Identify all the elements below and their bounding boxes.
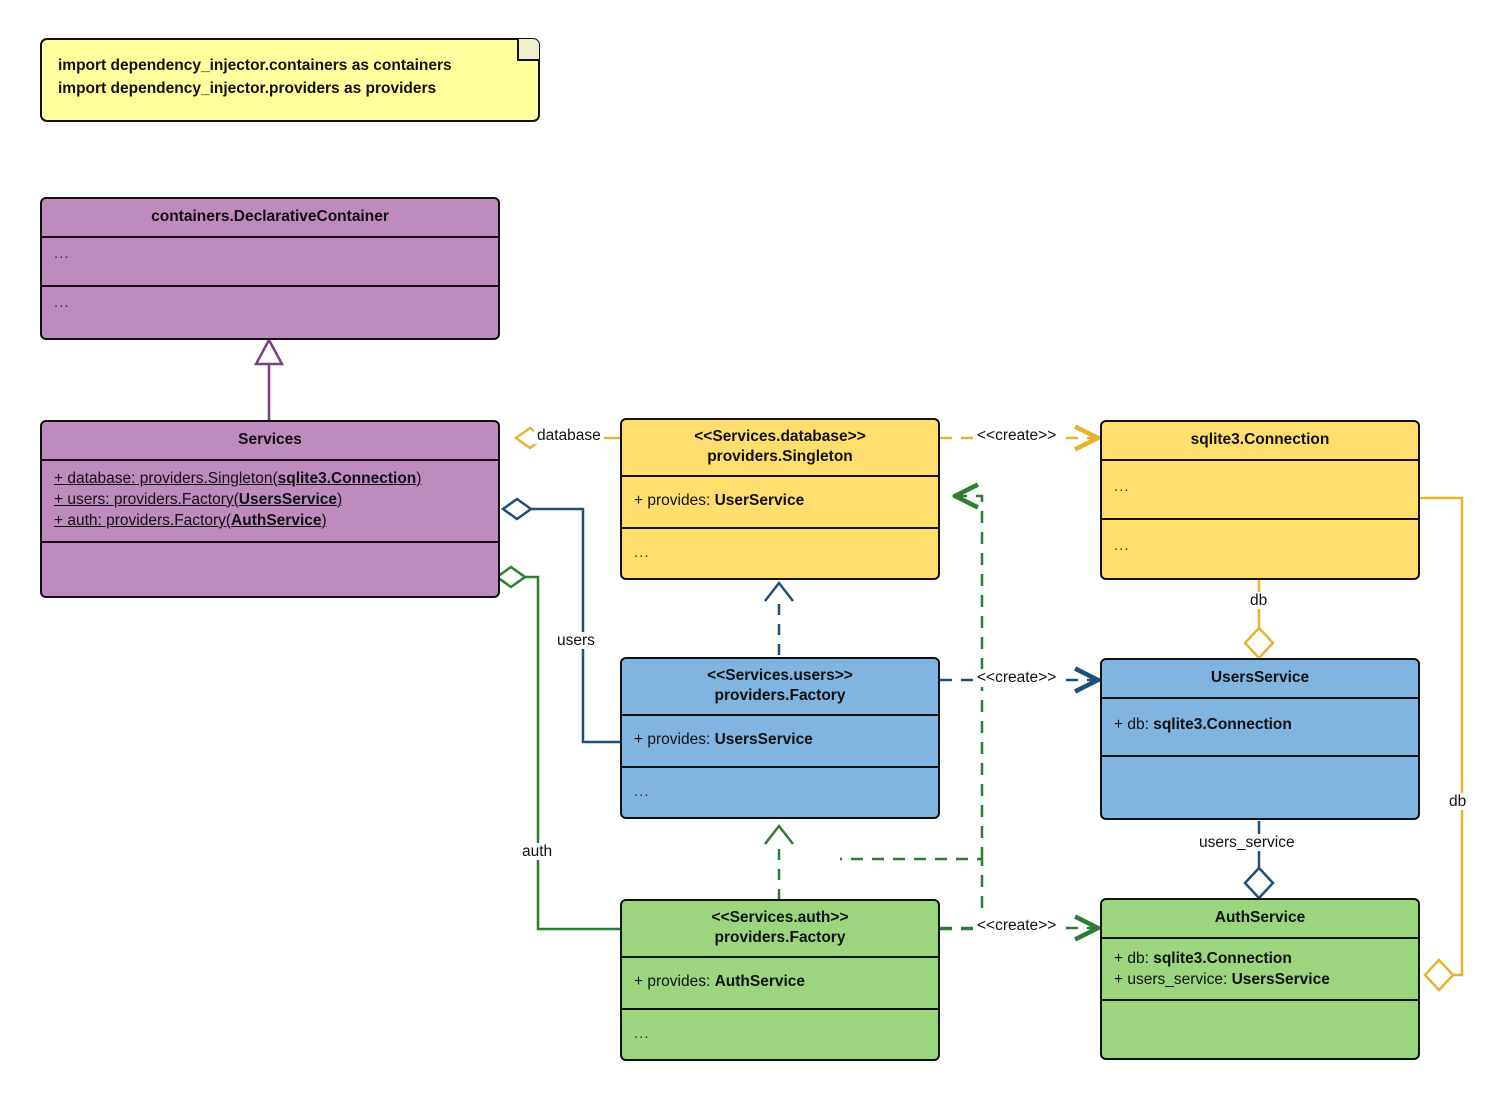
edge-label-db-right: db (1446, 793, 1470, 811)
edge-label-auth: auth (519, 843, 556, 861)
class-title: UsersService (1210, 669, 1310, 686)
edge-aggregation-db-authservice (1420, 496, 1464, 992)
attribute-auth: + auth: providers.Factory(AuthService) (54, 511, 327, 529)
class-methods (1102, 754, 1418, 815)
edge-label-create-database: <<create>> (975, 427, 1059, 445)
class-sqlite3-connection[interactable]: sqlite3.Connection ... ... (1100, 420, 1420, 580)
class-stereotype: <<Services.auth>> (711, 909, 849, 926)
edge-aggregation-usersservice-authservice (1243, 821, 1275, 900)
class-name: providers.Factory (714, 929, 846, 947)
class-attributes: ... (1102, 458, 1418, 518)
edge-generalization-services-declarativecontainer (253, 337, 285, 420)
edge-realization-auth-users (764, 823, 794, 900)
attribute-db: + db: sqlite3.Connection (1114, 949, 1292, 967)
edge-aggregation-users (500, 497, 620, 744)
class-attributes: + db: sqlite3.Connection + users_service… (1102, 936, 1418, 999)
attribute-users: + users: providers.Factory(UsersService) (54, 490, 343, 508)
class-title: <<Services.auth>> providers.Factory (622, 901, 938, 956)
edge-label-database: database (534, 427, 604, 445)
note-line-1: import dependency_injector.containers as… (58, 57, 452, 74)
class-services-auth-provider[interactable]: <<Services.auth>> providers.Factory + pr… (620, 899, 940, 1061)
class-title: <<Services.database>> providers.Singleto… (622, 420, 938, 475)
note-line-2: import dependency_injector.providers as … (58, 80, 437, 98)
class-services-users-provider[interactable]: <<Services.users>> providers.Factory + p… (620, 657, 940, 819)
class-attributes: + database: providers.Singleton(sqlite3.… (42, 458, 498, 541)
class-services-database-provider[interactable]: <<Services.database>> providers.Singleto… (620, 418, 940, 580)
class-methods: ... (622, 526, 938, 577)
attribute-users-service: + users_service: UsersService (1114, 970, 1330, 988)
class-usersservice[interactable]: UsersService + db: sqlite3.Connection (1100, 658, 1420, 820)
edge-aggregation-auth (494, 565, 620, 931)
class-title: AuthService (1214, 909, 1306, 926)
class-methods (42, 540, 498, 577)
class-methods: ... (1102, 517, 1418, 578)
note-fold-corner (517, 39, 539, 61)
class-stereotype: <<Services.database>> (694, 428, 866, 445)
class-attributes: + provides: AuthService (622, 955, 938, 1008)
class-title: sqlite3.Connection (1190, 431, 1330, 448)
class-attributes: ... (42, 235, 498, 285)
edge-label-users-service: users_service (1196, 834, 1298, 852)
class-title: Services (238, 431, 302, 448)
edge-dependency-auth-database (840, 496, 984, 931)
edge-realization-users-database (764, 580, 794, 655)
class-methods (1102, 998, 1418, 1051)
edge-label-create-users: <<create>> (975, 669, 1059, 687)
edge-label-users: users (554, 632, 598, 650)
class-name: providers.Singleton (707, 448, 853, 466)
class-attributes: + provides: UsersService (622, 713, 938, 766)
import-note: import dependency_injector.containers as… (40, 38, 540, 122)
class-methods: ... (622, 1007, 938, 1058)
class-methods: ... (622, 765, 938, 816)
class-title: <<Services.users>> providers.Factory (622, 659, 938, 714)
attribute-database: + database: providers.Singleton(sqlite3.… (54, 469, 422, 487)
edge-label-create-auth: <<create>> (975, 917, 1059, 935)
class-attributes: + provides: UserService (622, 474, 938, 527)
class-stereotype: <<Services.users>> (707, 667, 853, 684)
class-title: containers.DeclarativeContainer (151, 208, 389, 225)
class-name: providers.Factory (714, 687, 846, 705)
class-methods: ... (42, 284, 498, 334)
class-attributes: + db: sqlite3.Connection (1102, 696, 1418, 755)
edge-label-db-top: db (1247, 592, 1271, 610)
class-containers-declarativecontainer[interactable]: containers.DeclarativeContainer ... ... (40, 197, 500, 340)
class-services[interactable]: Services + database: providers.Singleton… (40, 420, 500, 598)
class-authservice[interactable]: AuthService + db: sqlite3.Connection + u… (1100, 898, 1420, 1060)
